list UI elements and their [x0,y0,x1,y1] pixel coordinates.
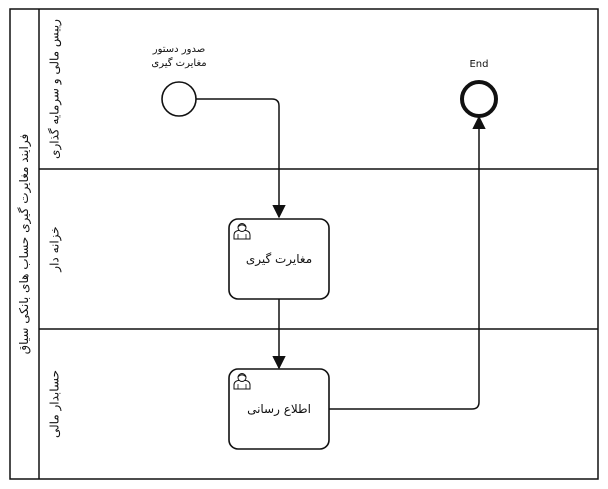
start-event-label-line-2: مغایرت گیری [151,57,206,69]
lane-title-treasurer: خزانه دار [48,226,63,272]
task-notify[interactable]: اطلاع رسانی [228,368,330,450]
lane-accountant[interactable]: حسابدار مالی [48,370,63,438]
lane-finance-head[interactable]: رییس مالی و سرمایه گذاری [48,19,63,159]
user-icon [233,373,251,390]
start-event[interactable] [161,81,197,117]
start-event-label-line-1: صدور دستور [152,44,205,55]
lane-title-finance-head: رییس مالی و سرمایه گذاری [48,19,63,159]
task-notify-label: اطلاع رسانی [247,402,311,417]
sequence-flow-notify-to-end[interactable] [329,115,486,410]
start-event-circle [161,81,197,117]
task-reconcile[interactable]: مغایرت گیری [228,218,330,300]
sequence-flow-start-to-reconcile[interactable] [196,98,286,219]
lane-title-accountant: حسابدار مالی [48,370,63,438]
task-reconcile-box [228,218,330,300]
end-event[interactable] [460,80,498,118]
end-event-label: End [469,59,488,70]
task-reconcile-label: مغایرت گیری [246,252,312,267]
lane-treasurer[interactable]: خزانه دار [48,226,63,272]
task-notify-box [228,368,330,450]
pool-title: فرایند مغایرت گیری حساب های بانکی سیاق [17,134,32,354]
user-icon [233,223,251,240]
end-event-circle [460,80,498,118]
